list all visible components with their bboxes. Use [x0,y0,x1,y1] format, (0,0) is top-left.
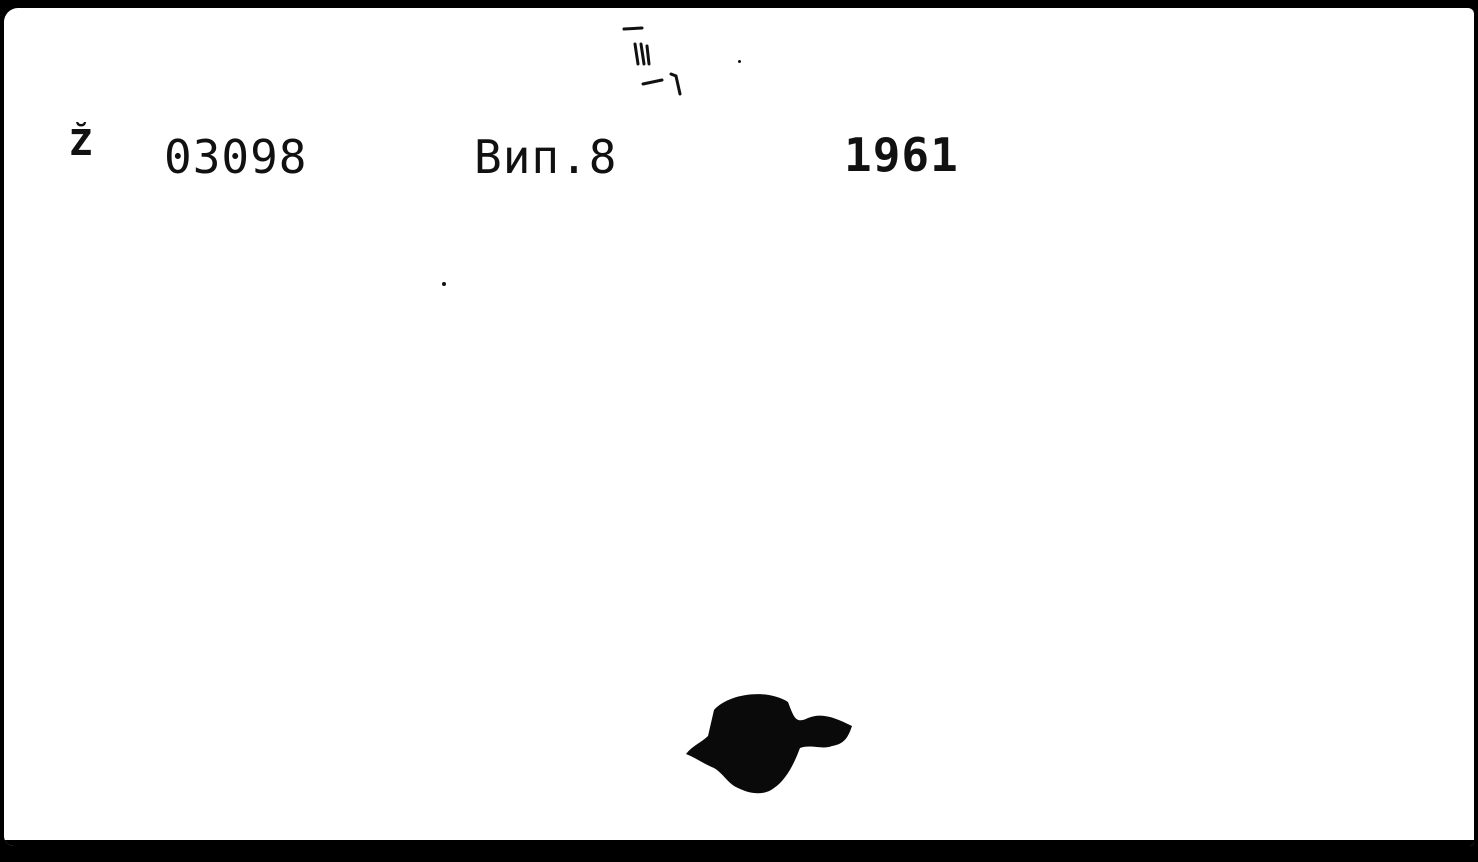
ink-blot [686,694,852,794]
ink-speck [738,60,741,63]
year-label: 1961 [844,128,959,182]
issue-label: Вип.8 [474,130,618,184]
card-marker: Z̆ [69,123,93,164]
catalog-card: Z̆ 03098 Вип.8 1961 [4,8,1474,846]
handwritten-mark [622,26,682,96]
card-bottom-edge [4,840,1474,846]
ink-speck [442,282,446,286]
accession-number: 03098 [164,130,308,184]
